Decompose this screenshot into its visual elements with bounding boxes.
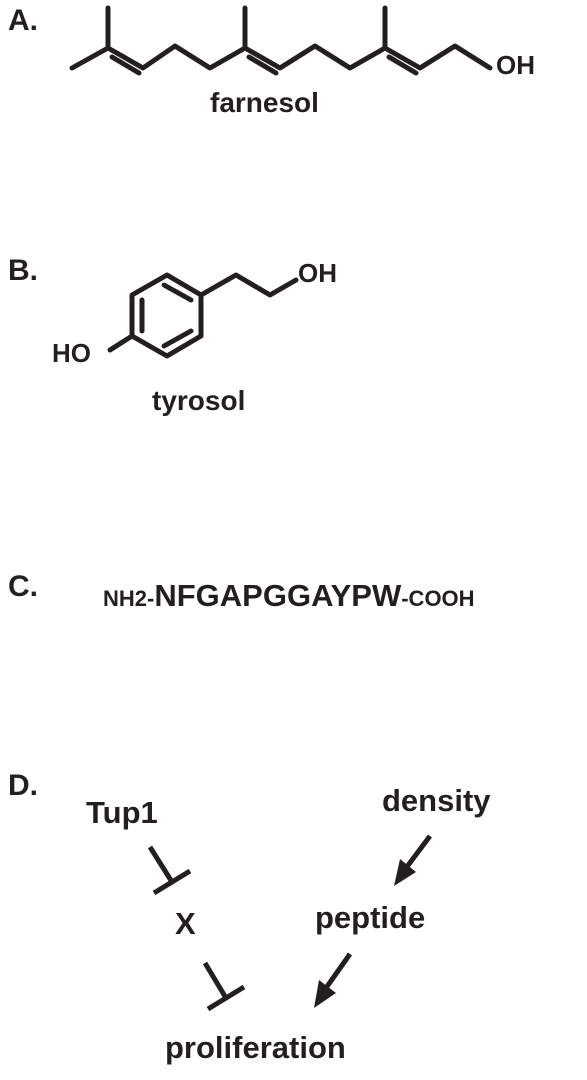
tyrosol-aromatic-bond — [161, 282, 194, 303]
node-proliferation: proliferation — [165, 1030, 346, 1065]
arrowhead-peptide-proliferation — [314, 980, 336, 1008]
tyrosol-name: tyrosol — [152, 385, 246, 416]
inhibition-line-x-proliferation — [202, 961, 229, 1000]
farnesol-hydroxyl: OH — [496, 50, 535, 80]
farnesol-name: farnesol — [210, 87, 319, 118]
farnesol-double-bond — [386, 54, 419, 76]
tyrosol-phenol-hydroxyl: HO — [52, 338, 91, 368]
farnesol-double-bond — [246, 54, 279, 76]
node-x: X — [175, 906, 196, 941]
inhibition-bar-tup1-x — [152, 868, 192, 896]
peptide-sequence: NH2-NFGAPGGAYPW-COOH — [103, 578, 475, 614]
farnesol-double-bond — [109, 54, 142, 76]
panel-b-label: B. — [8, 254, 38, 287]
c-terminus: -COOH — [401, 586, 475, 611]
inhibition-line-tup1-x — [147, 845, 175, 884]
inhibition-bar-x-proliferation — [206, 984, 246, 1012]
arrowhead-density-peptide — [394, 859, 416, 886]
panel-c-label: C. — [8, 570, 38, 603]
amino-acid-sequence: NFGAPGGAYPW — [154, 578, 402, 613]
n-terminus: NH2- — [103, 586, 155, 611]
activation-line-density-peptide — [404, 834, 432, 870]
panel-d-label: D. — [8, 769, 38, 802]
node-density: density — [382, 783, 491, 818]
node-peptide: peptide — [315, 900, 426, 935]
tyrosol-side-chain — [198, 272, 299, 298]
tyrosol-aromatic-bond — [161, 328, 194, 349]
tyrosol-ho-bond — [107, 333, 135, 353]
panel-a-label: A. — [8, 4, 38, 37]
node-tup1: Tup1 — [86, 795, 158, 830]
tyrosol-hydroxyl: OH — [298, 258, 337, 288]
farnesol-chain-bond — [69, 43, 493, 71]
activation-line-peptide-proliferation — [323, 952, 353, 990]
